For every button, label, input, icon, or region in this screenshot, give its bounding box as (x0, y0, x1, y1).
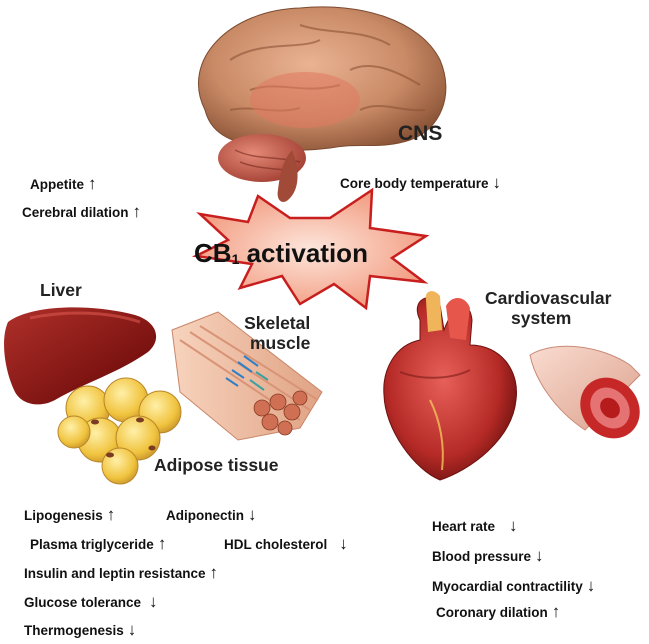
effect-myocardial-contractility: Myocardial contractility↓ (432, 576, 596, 595)
effect-appetite: Appetite↑ (30, 174, 97, 193)
adipose-illustration (57, 377, 182, 485)
effect-heart-rate: Heart rate↓ (432, 516, 518, 535)
cns-title: CNS (398, 122, 443, 145)
skeletal-muscle-illustration (171, 311, 323, 441)
effect-blood-pressure: Blood pressure↓ (432, 546, 544, 565)
liver-title: Liver (40, 280, 82, 300)
heart-illustration (383, 291, 517, 481)
down-arrow-icon: ↓ (586, 576, 596, 595)
down-arrow-icon: ↓ (248, 505, 257, 524)
down-arrow-icon: ↓ (339, 534, 348, 553)
cardiovascular-title: Cardiovascular system (485, 288, 612, 328)
up-arrow-icon: ↑ (157, 534, 167, 553)
cb1-activation-label: CB1 activation (194, 238, 368, 268)
effect-plasma-triglyceride: Plasma triglyceride↑ (30, 534, 167, 553)
effect-insulin-leptin-resistance: Insulin and leptin resistance↑ (24, 563, 219, 582)
up-arrow-icon: ↑ (88, 174, 97, 193)
effect-coronary-dilation: Coronary dilation↑ (436, 602, 561, 621)
down-arrow-icon: ↓ (149, 592, 158, 611)
brain-illustration (198, 6, 447, 202)
effect-thermogenesis: Thermogenesis↓ (24, 620, 137, 639)
effect-glucose-tolerance: Glucose tolerance↓ (24, 592, 158, 611)
liver-illustration (4, 307, 157, 405)
effect-adiponectin: Adiponectin↓ (166, 505, 257, 524)
activation-burst (191, 187, 430, 311)
down-arrow-icon: ↓ (509, 516, 518, 535)
up-arrow-icon: ↑ (132, 202, 142, 221)
down-arrow-icon: ↓ (535, 546, 544, 565)
up-arrow-icon: ↑ (106, 505, 116, 524)
effect-hdl-cholesterol: HDL cholesterol↓ (224, 534, 348, 553)
skeletal-muscle-title: Skeletal muscle (244, 313, 311, 353)
adipose-tissue-title: Adipose tissue (154, 455, 279, 475)
effect-cerebral-dilation: Cerebral dilation↑ (22, 202, 142, 221)
blood-vessel-illustration (529, 345, 641, 439)
up-arrow-icon: ↑ (551, 602, 561, 621)
effect-core-body-temperature: Core body temperature↓ (340, 173, 502, 192)
down-arrow-icon: ↓ (127, 620, 137, 639)
effect-lipogenesis: Lipogenesis↑ (24, 505, 116, 524)
down-arrow-icon: ↓ (492, 173, 502, 192)
up-arrow-icon: ↑ (209, 563, 219, 582)
